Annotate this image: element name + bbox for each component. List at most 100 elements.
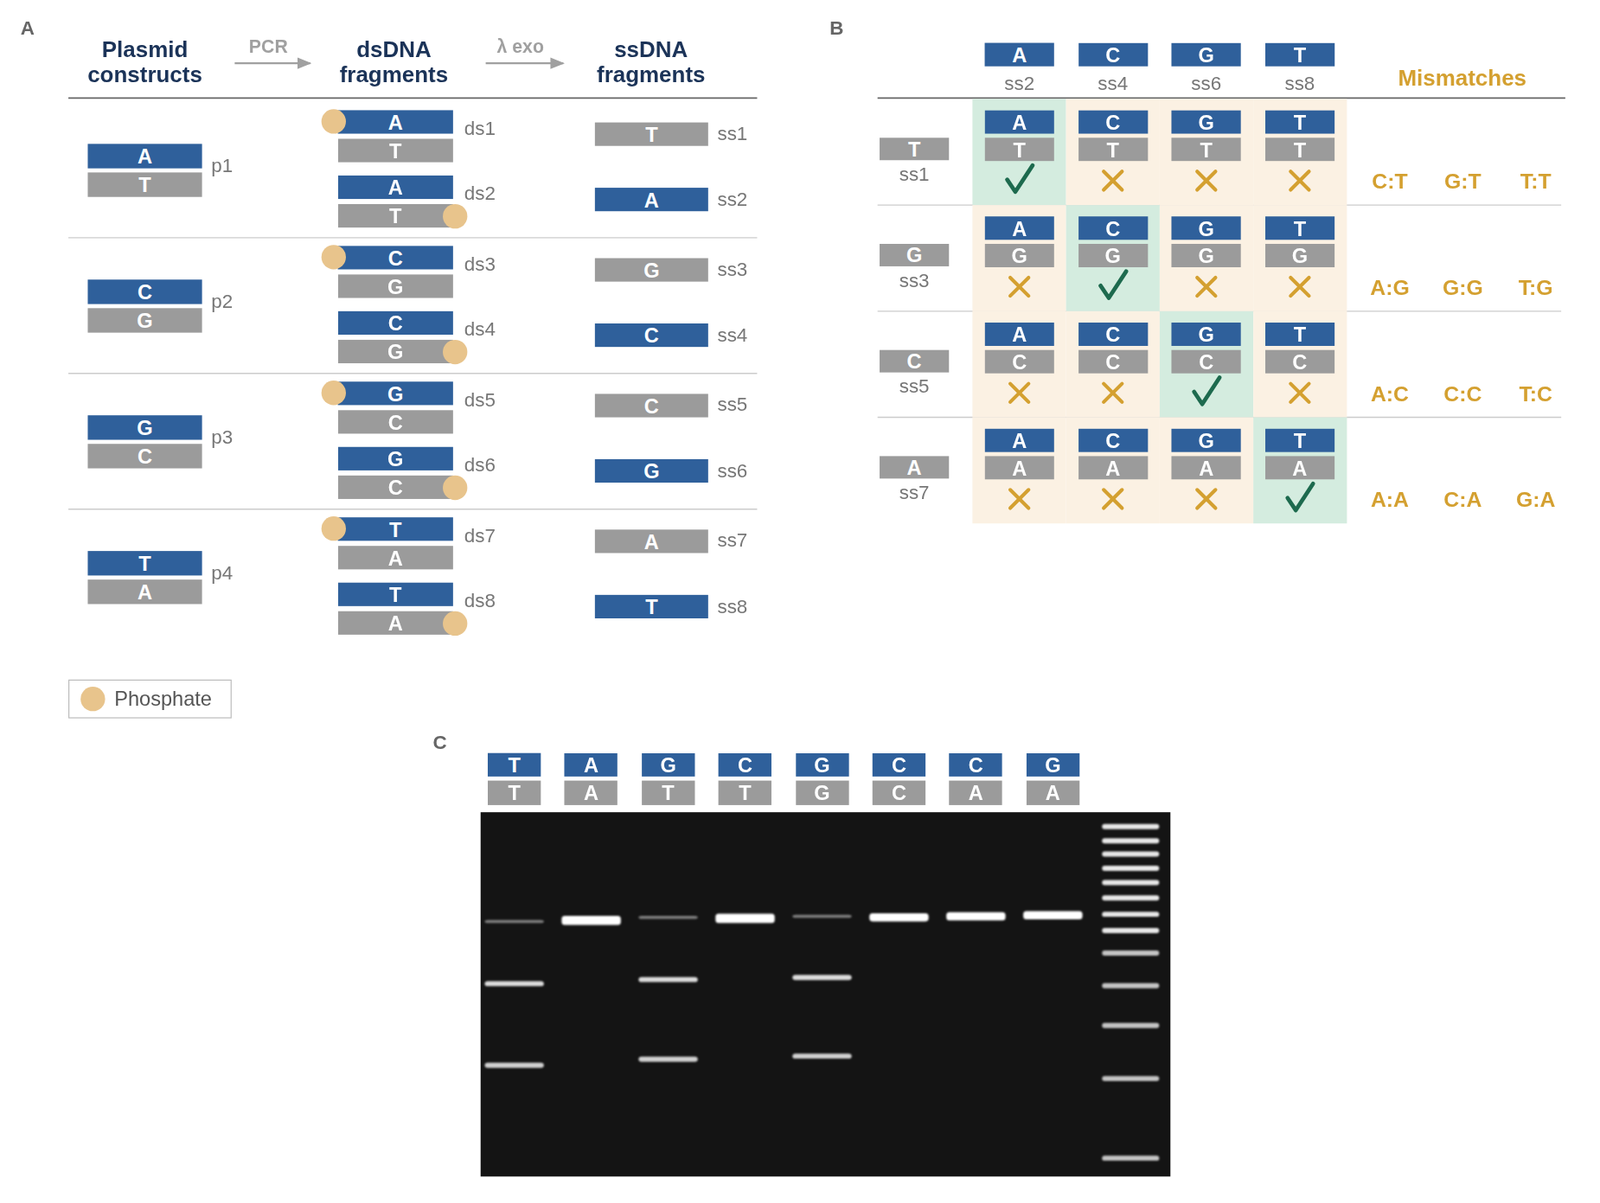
- fragment-name: ss7: [716, 529, 748, 552]
- process-arrow: [234, 62, 310, 64]
- match-check: [1287, 483, 1313, 511]
- construct-name: p2: [211, 290, 233, 314]
- pair-strand: T: [1171, 137, 1242, 161]
- match-check: [1007, 165, 1033, 192]
- gel-band: [792, 1053, 852, 1059]
- base-letter: G: [1198, 324, 1215, 346]
- pair-strand: C: [1265, 350, 1335, 374]
- pair-strand: C: [1078, 216, 1148, 240]
- pair-strand: C: [1078, 350, 1148, 374]
- base-letter: A: [644, 531, 660, 552]
- matrix-cell: [1159, 311, 1254, 418]
- fragment-name: ds8: [464, 589, 496, 613]
- dsdna-strand: G: [338, 339, 454, 364]
- column-name: ss8: [1284, 72, 1315, 96]
- base-letter: T: [389, 205, 402, 227]
- fragment-name: ss2: [716, 188, 748, 212]
- mismatch-cross: [1103, 171, 1122, 190]
- base-letter: A: [1011, 217, 1027, 239]
- mismatch-cross: [1196, 277, 1216, 296]
- base-letter: G: [1198, 111, 1215, 133]
- pair-strand: A: [985, 322, 1055, 346]
- mismatch-label: A:A: [1370, 487, 1409, 512]
- row-name: ss3: [899, 268, 930, 292]
- base-letter: A: [388, 547, 404, 569]
- pair-strand: A: [985, 428, 1055, 453]
- ssdna-strand: T: [595, 122, 709, 147]
- base-letter: A: [137, 146, 153, 167]
- ladder-band: [1101, 880, 1159, 886]
- column-heading: ssDNA fragments: [574, 36, 728, 89]
- mismatch-label: C:A: [1443, 487, 1482, 512]
- ssdna-strand: A: [595, 529, 709, 553]
- fragment-name: ds1: [464, 117, 496, 141]
- base-letter: T: [389, 583, 402, 605]
- base-letter: A: [644, 189, 660, 211]
- gel-band: [484, 980, 544, 986]
- dsdna-strand: A: [338, 545, 454, 570]
- ssdna-strand: G: [595, 459, 709, 483]
- base-letter: C: [1011, 351, 1027, 372]
- base-letter: C: [907, 351, 922, 372]
- matrix-cell: [1159, 417, 1254, 525]
- pair-strand: G: [985, 243, 1055, 268]
- pair-strand: G: [1171, 216, 1242, 240]
- base-letter: G: [1198, 429, 1215, 451]
- mismatch-cross: [1010, 277, 1029, 296]
- base-letter: A: [1292, 457, 1307, 479]
- dsdna-strand: T: [338, 517, 454, 541]
- base-letter: G: [643, 460, 660, 482]
- ssdna-strand: C: [595, 393, 709, 417]
- dsdna-strand: G: [338, 381, 454, 405]
- row-strand: C: [879, 350, 949, 373]
- base-letter: T: [507, 782, 520, 804]
- pair-strand: C: [1078, 109, 1148, 134]
- lane-strand: A: [949, 780, 1003, 806]
- pair-strand: T: [1265, 216, 1335, 240]
- legend-swatch: [80, 686, 105, 711]
- pair-strand: C: [1078, 428, 1148, 453]
- construct-name: p1: [211, 154, 233, 178]
- pair-strand: A: [985, 216, 1055, 240]
- base-letter: T: [738, 782, 751, 804]
- gel-band: [715, 914, 775, 924]
- ladder-band: [1101, 851, 1159, 858]
- panel-letter: C: [432, 731, 447, 755]
- base-letter: C: [388, 411, 404, 433]
- pair-strand: G: [1171, 109, 1242, 134]
- base-letter: C: [644, 325, 660, 346]
- dsdna-strand: C: [338, 475, 454, 500]
- row-strand: T: [879, 137, 949, 160]
- base-letter: G: [813, 754, 830, 775]
- base-letter: G: [643, 259, 660, 281]
- fragment-name: ss5: [716, 393, 748, 416]
- base-letter: T: [1293, 429, 1306, 451]
- base-letter: A: [907, 457, 922, 479]
- matrix-cell: [972, 417, 1066, 525]
- base-letter: A: [1011, 457, 1027, 479]
- base-letter: C: [891, 782, 907, 804]
- column-strand: C: [1078, 43, 1148, 67]
- lane-strand: G: [795, 780, 849, 806]
- base-letter: T: [1293, 44, 1306, 65]
- base-letter: G: [1198, 44, 1215, 65]
- column-name: ss4: [1097, 72, 1128, 96]
- base-letter: C: [737, 754, 753, 775]
- dsdna-strand: T: [338, 204, 454, 228]
- step-label: PCR: [249, 36, 288, 58]
- pair-strand: G: [1078, 243, 1148, 268]
- row-strand: G: [879, 243, 949, 267]
- pair-strand: A: [1078, 455, 1148, 480]
- base-letter: C: [1105, 111, 1120, 133]
- construct-name: p3: [211, 426, 233, 449]
- lane-strand: G: [641, 753, 695, 777]
- mismatch-label: T:G: [1518, 275, 1554, 301]
- base-letter: C: [1105, 217, 1120, 239]
- ladder-band: [1101, 1023, 1159, 1029]
- pair-strand: C: [1078, 322, 1148, 346]
- ssdna-strand: G: [595, 258, 709, 282]
- base-letter: G: [136, 310, 153, 332]
- pair-strand: A: [1171, 455, 1242, 480]
